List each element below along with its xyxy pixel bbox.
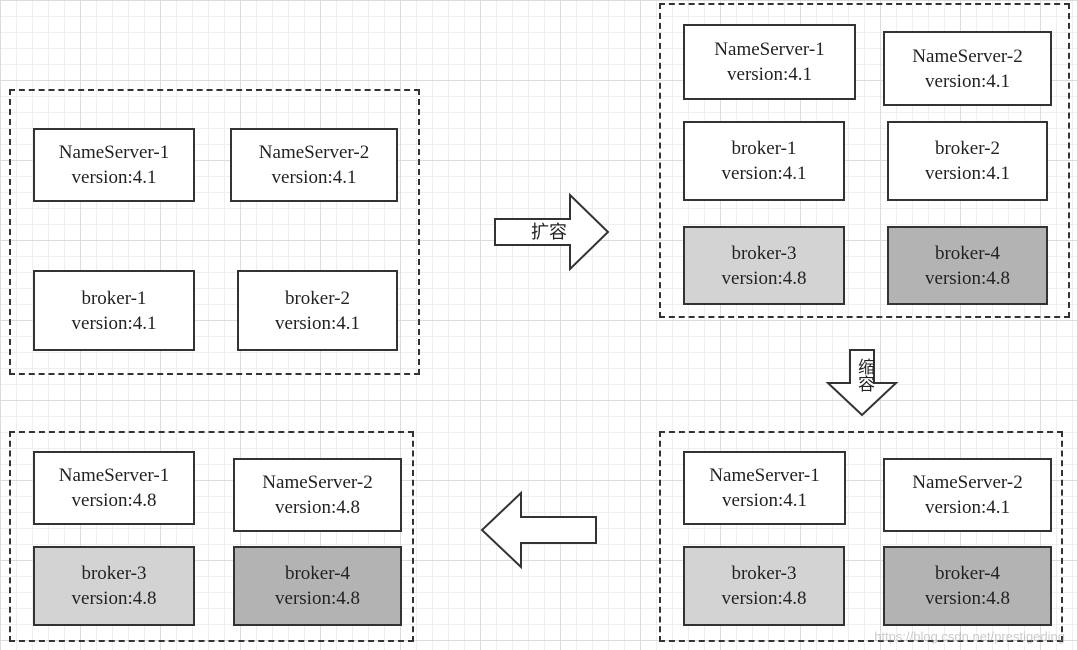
node-name: broker-2: [284, 287, 351, 309]
expanded-broker-4[interactable]: broker-4 version:4.8: [887, 226, 1048, 305]
node-version: version:4.8: [925, 588, 1010, 609]
node-version: version:4.1: [925, 70, 1010, 92]
watermark: https://blog.csdn.net/prestigeding: [874, 629, 1065, 644]
node-version: version:4.1: [721, 163, 807, 184]
node-name: NameServer-2: [258, 142, 370, 163]
node-version: version:4.8: [71, 588, 157, 609]
expanded-nameserver-2[interactable]: NameServer-2 version:4.1: [883, 31, 1052, 106]
expand-arrow-label: 扩容: [531, 222, 567, 243]
shrunk-broker-4[interactable]: broker-4 version:4.8: [883, 546, 1052, 626]
initial-nameserver-1[interactable]: NameServer-1 version:4.1: [33, 128, 195, 202]
cluster-shrunk: [659, 431, 1063, 642]
node-version: version:4.8: [925, 267, 1010, 289]
node-version: version:4.1: [925, 497, 1010, 518]
node-version: version:4.1: [925, 163, 1010, 184]
node-name: broker-1: [731, 138, 797, 159]
node-name: broker-3: [731, 242, 797, 264]
expand-arrow: [494, 192, 610, 272]
initial-broker-1[interactable]: broker-1 version:4.1: [33, 270, 195, 351]
node-name: NameServer-2: [912, 472, 1023, 493]
node-name: NameServer-1: [714, 39, 825, 60]
shrunk-nameserver-2[interactable]: NameServer-2 version:4.1: [883, 458, 1052, 532]
expand-arrow-shape: [494, 192, 610, 272]
node-version: version:4.1: [722, 490, 807, 511]
node-name: NameServer-2: [912, 45, 1023, 67]
expanded-nameserver-1[interactable]: NameServer-1 version:4.1: [683, 24, 856, 100]
node-version: version:4.8: [275, 497, 360, 518]
final-nameserver-1[interactable]: NameServer-1 version:4.8: [33, 451, 195, 525]
node-version: version:4.1: [71, 312, 157, 334]
node-version: version:4.1: [275, 312, 360, 334]
node-version: version:4.8: [71, 490, 157, 511]
node-name: NameServer-1: [58, 465, 170, 486]
node-version: version:4.1: [271, 167, 357, 188]
node-name: NameServer-2: [262, 472, 373, 493]
node-name: broker-3: [731, 563, 797, 584]
node-name: broker-4: [934, 563, 1001, 584]
back-arrow: [480, 490, 597, 570]
node-name: NameServer-1: [58, 142, 170, 163]
cluster-initial: [9, 89, 420, 375]
node-name: NameServer-1: [709, 465, 820, 486]
shrink-arrow: [825, 349, 899, 417]
shrink-arrow-shape: [825, 349, 899, 417]
node-version: version:4.8: [721, 588, 807, 609]
node-name: broker-3: [81, 563, 147, 584]
final-broker-4[interactable]: broker-4 version:4.8: [233, 546, 402, 626]
node-name: broker-4: [284, 563, 351, 584]
final-nameserver-2[interactable]: NameServer-2 version:4.8: [233, 458, 402, 532]
initial-broker-2[interactable]: broker-2 version:4.1: [237, 270, 398, 351]
back-arrow-shape: [480, 490, 597, 570]
node-version: version:4.8: [721, 267, 807, 289]
shrunk-nameserver-1[interactable]: NameServer-1 version:4.1: [683, 451, 846, 525]
expanded-broker-3[interactable]: broker-3 version:4.8: [683, 226, 845, 305]
expanded-broker-2[interactable]: broker-2 version:4.1: [887, 121, 1048, 201]
shrink-arrow-label: 缩容: [854, 358, 874, 392]
node-version: version:4.1: [71, 167, 157, 188]
expanded-broker-1[interactable]: broker-1 version:4.1: [683, 121, 845, 201]
cluster-expanded: [659, 3, 1070, 318]
node-name: broker-1: [81, 287, 147, 309]
shrunk-broker-3[interactable]: broker-3 version:4.8: [683, 546, 845, 626]
initial-nameserver-2[interactable]: NameServer-2 version:4.1: [230, 128, 398, 202]
cluster-final: [9, 431, 414, 642]
node-name: broker-4: [934, 242, 1001, 264]
node-version: version:4.8: [275, 588, 360, 609]
final-broker-3[interactable]: broker-3 version:4.8: [33, 546, 195, 626]
node-name: broker-2: [934, 138, 1001, 159]
node-version: version:4.1: [727, 64, 812, 85]
